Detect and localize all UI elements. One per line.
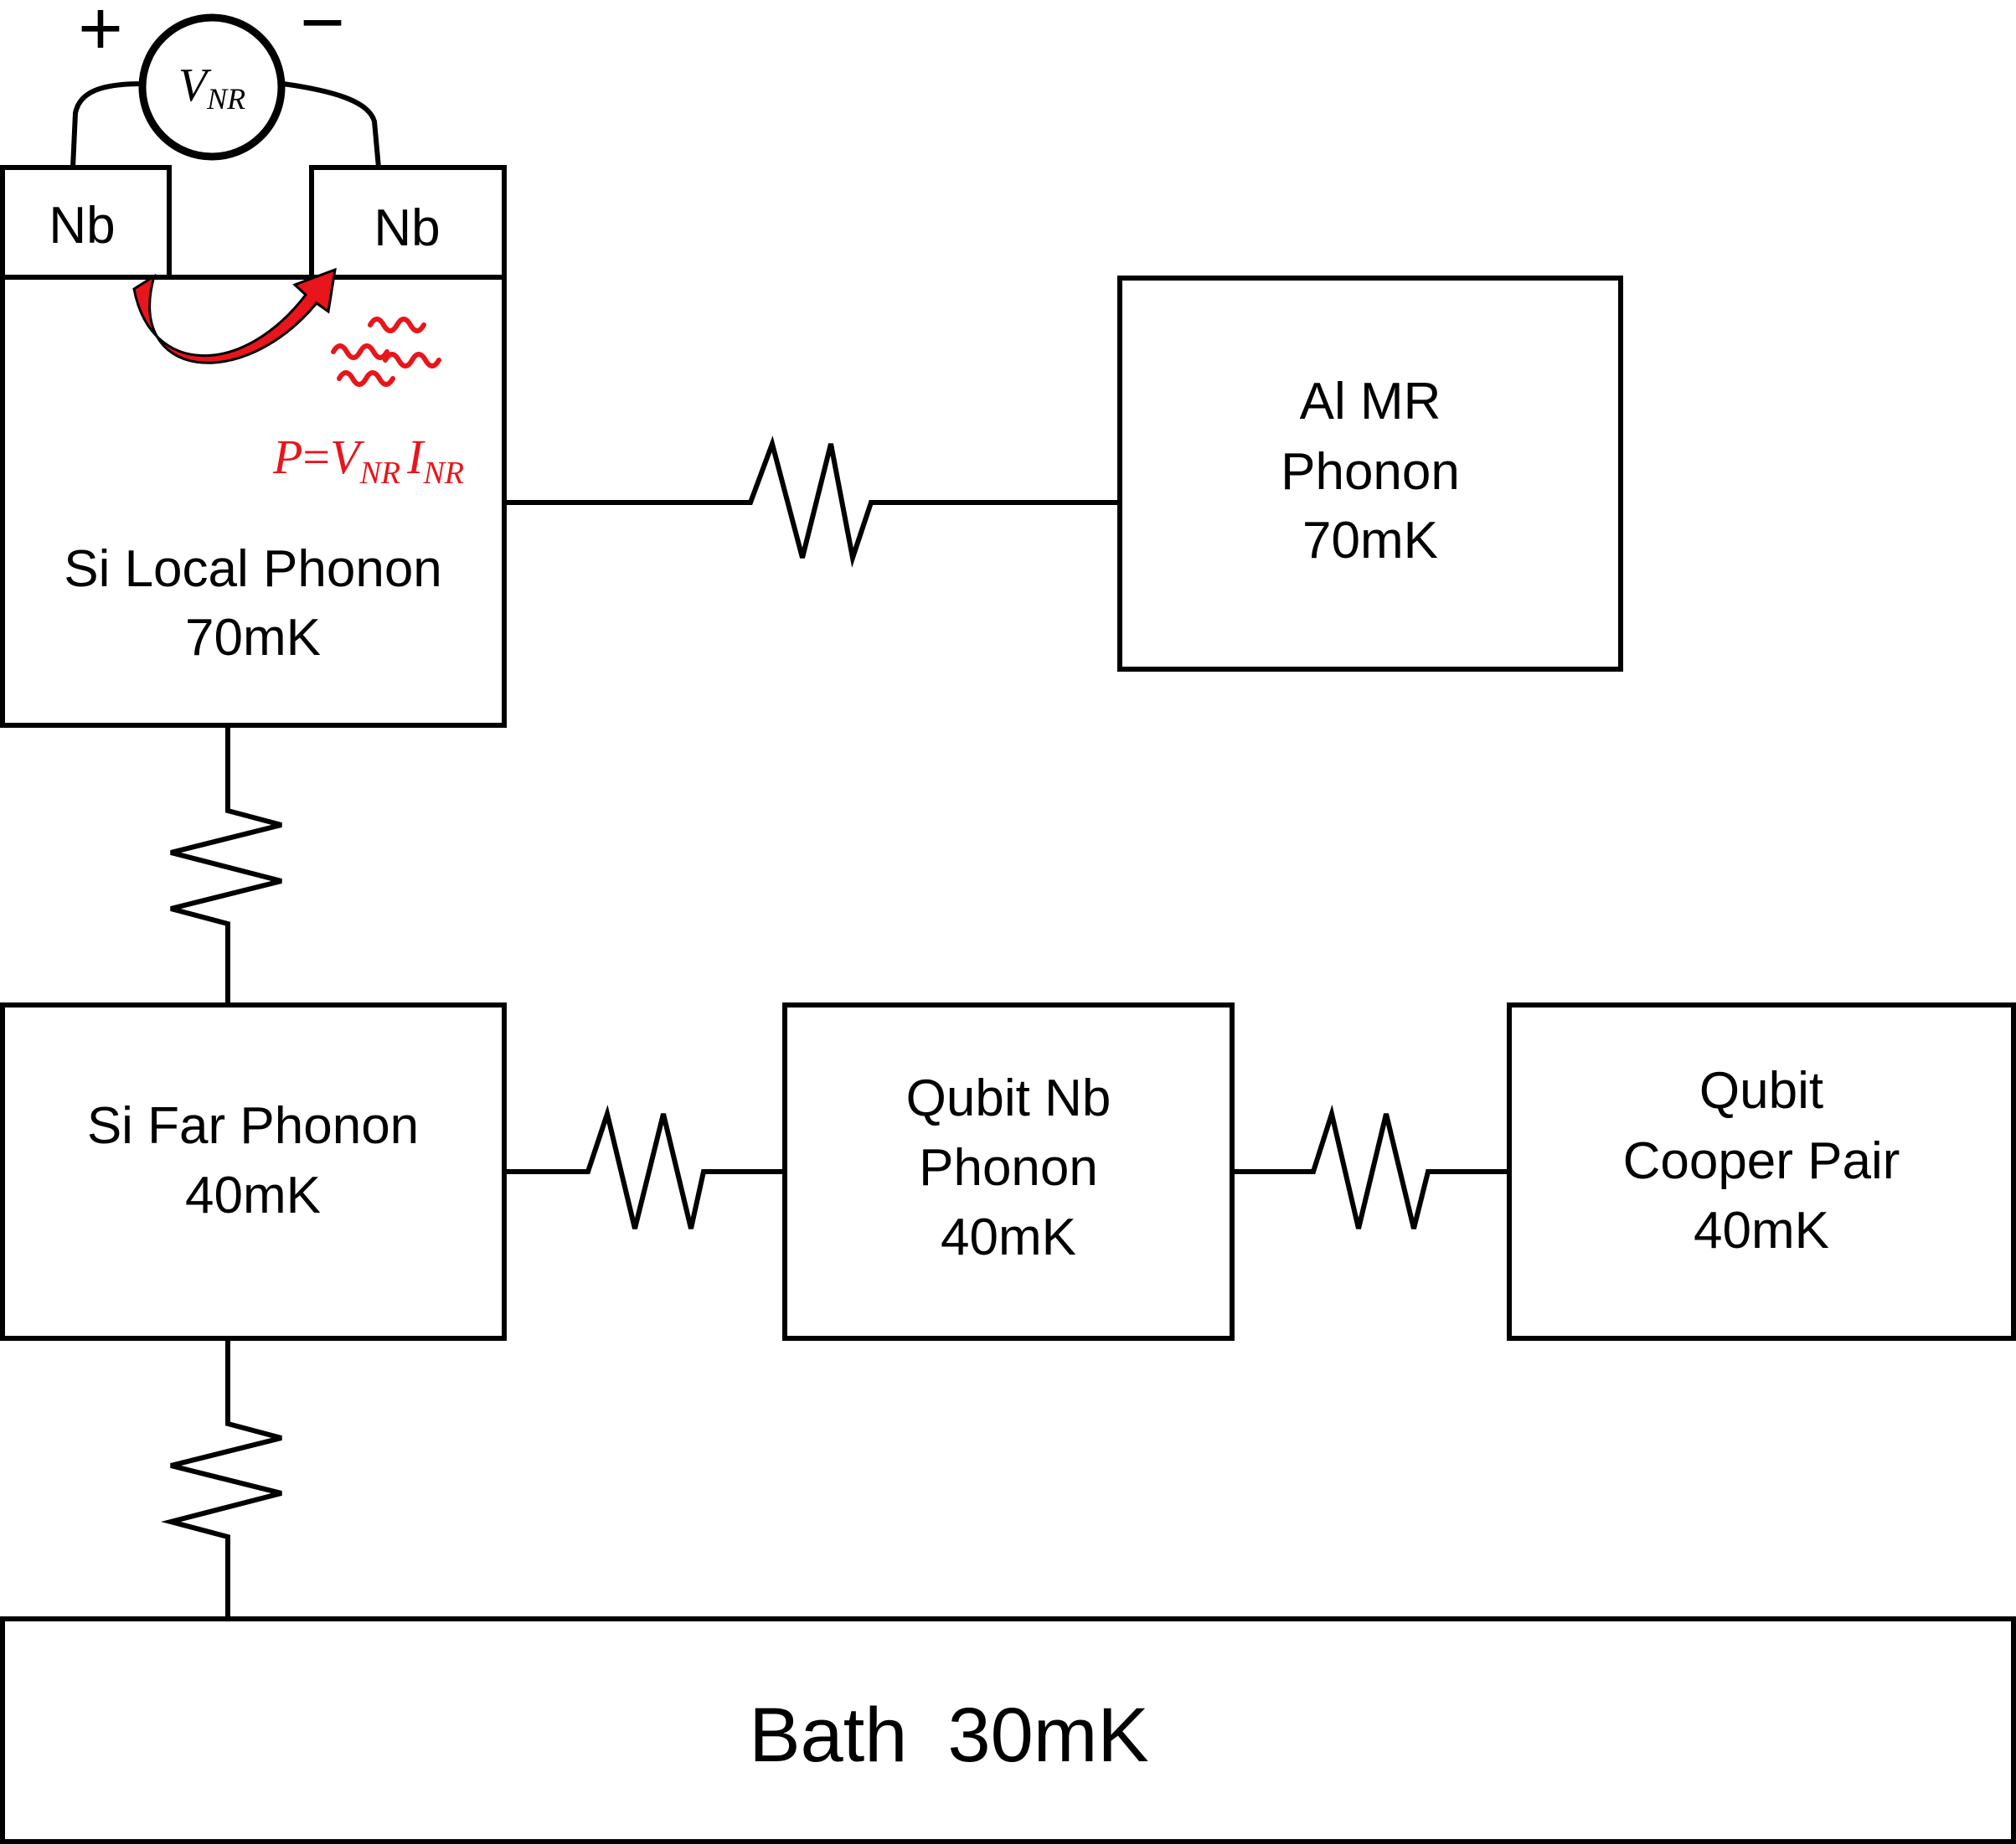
meter-lead-right <box>282 81 381 168</box>
thermal-resistor-qubitnb-cp <box>1232 1104 1509 1229</box>
voltmeter-label: VNR <box>178 59 245 116</box>
phonon-wave-icon <box>331 343 389 360</box>
voltmeter-symbol: V <box>178 59 212 111</box>
power-voltage: V <box>330 430 365 484</box>
thermal-resistor-far-bath <box>161 1338 282 1619</box>
qubit-nb-phonon-temp: 40mK <box>941 1209 1076 1266</box>
thermal-resistor-local-almr <box>504 435 1120 568</box>
power-current: I <box>406 430 425 484</box>
voltmeter-subscript: NR <box>206 82 245 116</box>
bath-label: Bath 30mK <box>749 1693 1149 1778</box>
si-far-phonon-label: Si Far Phonon <box>87 1097 419 1155</box>
si-local-phonon-temp: 70mK <box>185 609 321 667</box>
qubit-nb-phonon-line1: Qubit Nb <box>906 1069 1111 1127</box>
qubit-cooper-pair-temp: 40mK <box>1694 1202 1829 1260</box>
nb-electrode-left-label: Nb <box>49 197 115 255</box>
nb-electrode-right-label: Nb <box>374 199 440 257</box>
qubit-nb-phonon-block <box>782 1002 1235 1341</box>
power-current-sub: NR <box>422 456 464 491</box>
qubit-nb-phonon-line2: Phonon <box>919 1139 1098 1197</box>
si-far-phonon-block <box>0 1002 507 1341</box>
bath-name: Bath <box>749 1693 907 1778</box>
phonon-wave-icon <box>368 317 426 333</box>
al-mr-phonon-line1: Al MR <box>1300 373 1441 430</box>
qubit-cooper-pair-line2: Cooper Pair <box>1623 1132 1900 1190</box>
meter-plus-sign: + <box>78 0 123 71</box>
si-local-phonon-label: Si Local Phonon <box>64 540 442 598</box>
al-mr-phonon-block <box>1117 276 1623 672</box>
al-mr-phonon-line2: Phonon <box>1281 443 1460 501</box>
meter-lead-left <box>70 81 143 168</box>
nb-electrode-right <box>309 165 507 280</box>
meter-minus-sign: − <box>300 0 345 65</box>
qubit-cooper-pair-line1: Qubit <box>1699 1062 1823 1120</box>
qubit-cooper-pair-block <box>1507 1002 2016 1341</box>
bath-block <box>0 1616 2016 1844</box>
bath-temp: 30mK <box>947 1693 1148 1778</box>
phonon-wave-icon <box>383 352 441 368</box>
power-symbol: P <box>272 430 302 484</box>
al-mr-phonon-temp: 70mK <box>1302 512 1438 569</box>
voltmeter-circle <box>138 13 286 161</box>
phonon-wave-icon <box>337 370 395 387</box>
si-far-phonon-temp: 40mK <box>185 1167 321 1224</box>
nb-electrode-left <box>0 165 172 280</box>
current-arrow-icon <box>132 267 337 364</box>
power-equals: = <box>302 430 330 484</box>
thermal-resistor-local-far <box>170 725 282 1005</box>
thermal-resistor-far-qubitnb <box>504 1105 785 1229</box>
power-voltage-sub: NR <box>359 456 401 491</box>
